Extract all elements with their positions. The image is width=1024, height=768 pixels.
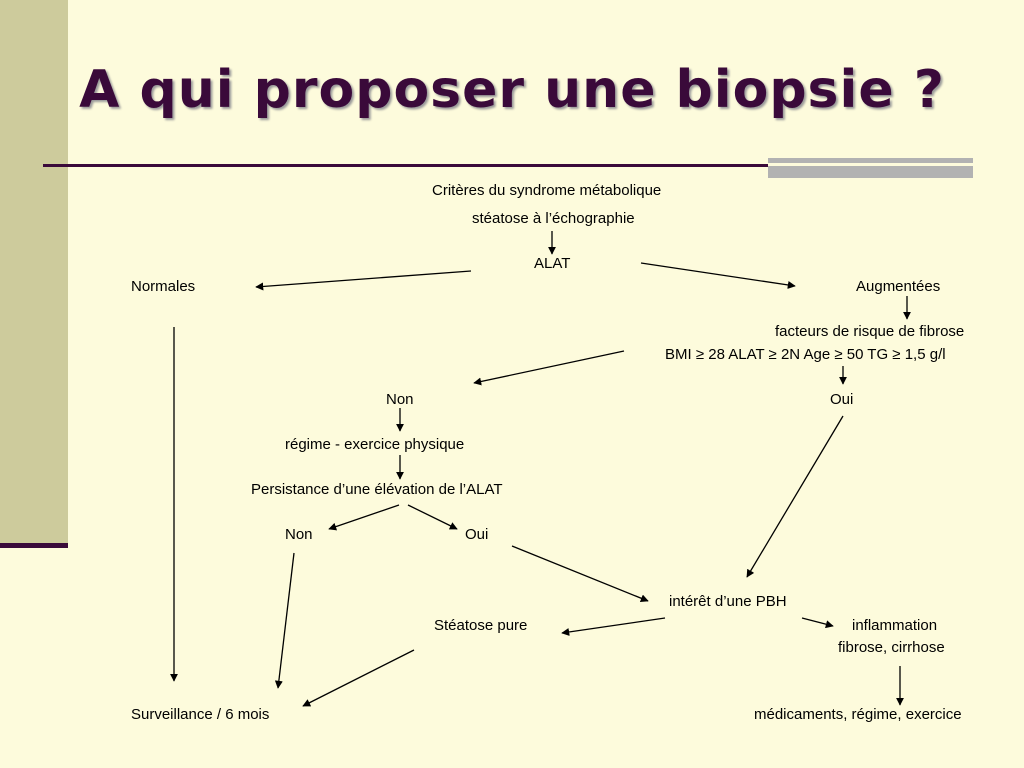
node-normal: Normales xyxy=(131,278,196,295)
node-pbh-interest: intérêt d’une PBH xyxy=(669,593,787,610)
arrow-yes1-to-pbh xyxy=(746,415,844,578)
sidebar-panel xyxy=(0,0,68,545)
node-persistence: Persistance d’une élévation de l’ALAT xyxy=(251,481,503,498)
arrow-pbh-to-inflammation xyxy=(801,617,834,629)
node-alat: ALAT xyxy=(534,255,571,272)
sidebar-base-line xyxy=(0,543,68,548)
arrow-risk-to-no xyxy=(473,350,625,386)
node-no-1: Non xyxy=(386,391,414,408)
slide-title: A qui proposer une biopsie ? xyxy=(79,60,945,120)
node-pure-steatosis: Stéatose pure xyxy=(434,617,528,634)
arrow-steatosis-to-surveillance xyxy=(302,649,415,707)
node-no-2: Non xyxy=(285,526,313,543)
arrow-yes2-to-pbh xyxy=(511,545,649,603)
arrow-alat-to-normal xyxy=(255,270,472,291)
node-criteria: Critères du syndrome métabolique xyxy=(432,182,662,199)
arrow-persistence-to-yes xyxy=(407,504,458,530)
node-increased: Augmentées xyxy=(856,278,941,295)
node-inflammation: inflammation xyxy=(852,617,938,634)
node-diet-exercise: régime - exercice physique xyxy=(285,436,465,453)
node-risk-factors: BMI ≥ 28 ALAT ≥ 2N Age ≥ 50 TG ≥ 1,5 g/l xyxy=(665,346,946,363)
node-fibrosis-risk: facteurs de risque de fibrose xyxy=(775,323,965,340)
arrow-persistence-to-no xyxy=(328,504,400,531)
title-divider xyxy=(43,164,972,167)
node-fibrosis-cirrhosis: fibrose, cirrhose xyxy=(838,639,945,656)
title-divider-accent xyxy=(768,158,973,178)
node-yes-1: Oui xyxy=(830,391,854,408)
node-yes-2: Oui xyxy=(465,526,489,543)
node-treatment: médicaments, régime, exercice xyxy=(754,706,962,723)
arrow-no2-to-surveillance xyxy=(274,552,295,689)
node-surveillance: Surveillance / 6 mois xyxy=(131,706,270,723)
arrow-alat-to-increased xyxy=(640,262,796,289)
arrow-pbh-to-steatosis xyxy=(561,617,666,636)
node-steatosis-echo: stéatose à l’échographie xyxy=(472,210,635,227)
